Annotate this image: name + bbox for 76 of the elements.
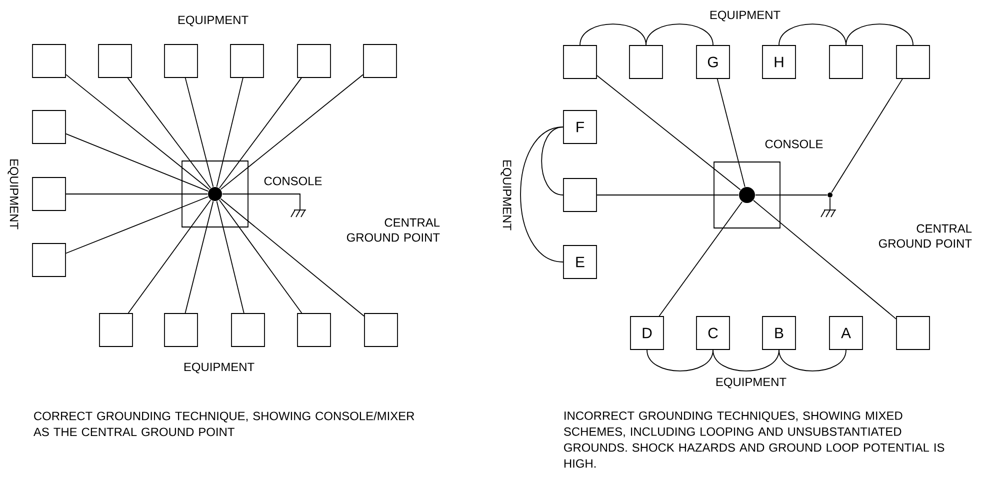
loop-wire: [712, 350, 780, 372]
ground-symbol: [290, 210, 306, 218]
wire: [127, 78, 211, 188]
equipment-box: [297, 44, 331, 78]
loop-wire: [778, 350, 846, 372]
wire: [216, 78, 244, 188]
wire: [596, 194, 739, 196]
loop-wire: [541, 126, 564, 196]
equipment-label: EQUIPMENT: [500, 160, 512, 230]
console-box: CONSOLE: [714, 140, 823, 228]
equipment-box: [32, 243, 66, 277]
node-label: CONSOLE: [765, 140, 823, 148]
wire: [66, 196, 209, 254]
ground-label: CENTRAL GROUND POINT: [878, 224, 972, 248]
equipment-label: EQUIPMENT: [178, 16, 248, 26]
ground-wire: [222, 194, 300, 210]
wire: [184, 200, 214, 314]
equipment-box: E: [563, 245, 597, 279]
loop-wire: [580, 24, 646, 46]
equipment-label: EQUIPMENT: [8, 159, 18, 230]
equipment-label: EQUIPMENT: [716, 378, 786, 388]
equipment-box: C: [696, 316, 730, 350]
loop-wire: [646, 350, 714, 372]
wire: [219, 78, 302, 188]
equipment-box: [629, 45, 663, 79]
wire: [66, 74, 210, 190]
wire: [184, 78, 214, 188]
node-label: CONSOLE: [264, 176, 322, 186]
equipment-box: [231, 313, 265, 347]
equipment-box: [363, 44, 397, 78]
wire: [128, 200, 212, 314]
equipment-box: [164, 44, 198, 78]
equipment-box: [32, 177, 66, 211]
equipment-box: [32, 110, 66, 144]
equipment-label: EQUIPMENT: [710, 10, 780, 22]
wire: [716, 78, 746, 188]
equipment-box: B: [762, 316, 796, 350]
caption: CORRECT GROUNDING TECHNIQUE, SHOWING CONSOLE/MIXER AS THE CENTRAL GROUND POINT: [33, 411, 414, 436]
wire: [755, 194, 828, 196]
loop-wire: [846, 24, 914, 46]
equipment-box: H: [762, 45, 796, 79]
equipment-box: G: [696, 45, 730, 79]
wire: [658, 201, 742, 316]
equipment-box: F: [563, 110, 597, 144]
loop-wire: [646, 24, 714, 46]
ground-symbol: [820, 210, 836, 218]
wire: [596, 75, 741, 190]
equipment-box: [364, 313, 398, 347]
ground-dot: [739, 187, 755, 203]
equipment-box: D: [630, 316, 664, 350]
wire: [753, 200, 896, 320]
ground-dot: [208, 187, 222, 201]
equipment-box: [896, 45, 930, 79]
console-box: CONSOLE: [182, 160, 322, 228]
wire: [220, 74, 364, 190]
wire: [831, 78, 903, 193]
equipment-label: EQUIPMENT: [184, 362, 254, 374]
equipment-box: [829, 45, 863, 79]
equipment-box: [563, 178, 597, 212]
caption: INCORRECT GROUNDING TECHNIQUES, SHOWING MIXED SCHEMES, INCLUDING LOOPING AND UNSUBSTANTIATED GROUNDS. SHOCK HAZARDS AND GROUND LOOP POTENTIAL IS HIGH.: [564, 411, 944, 468]
loop-wire: [778, 24, 846, 46]
wire: [220, 198, 364, 317]
equipment-box: [164, 313, 198, 347]
equipment-box: [98, 44, 132, 78]
wire: [218, 200, 302, 314]
equipment-box: [32, 44, 66, 78]
equipment-box: [896, 316, 930, 350]
equipment-box: [99, 313, 133, 347]
equipment-box: [297, 313, 331, 347]
equipment-box: A: [829, 316, 863, 350]
equipment-box: [563, 45, 597, 79]
wire: [66, 133, 209, 192]
equipment-box: [230, 44, 264, 78]
ground-label: CENTRAL GROUND POINT: [346, 218, 440, 242]
loop-wire: [520, 126, 564, 262]
wire: [216, 200, 244, 314]
